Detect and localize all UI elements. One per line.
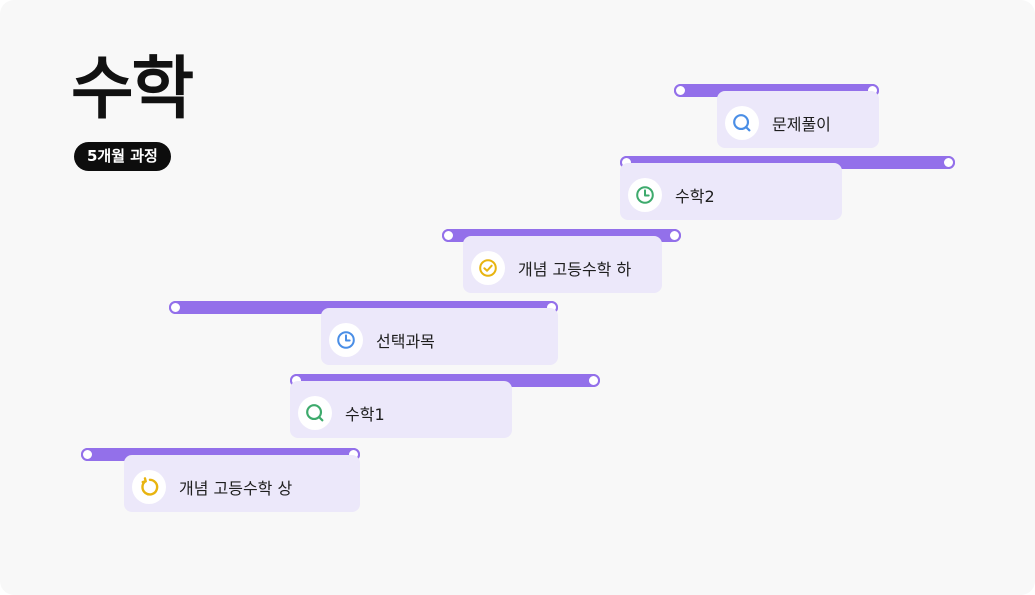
course-label: 선택과목 [376, 331, 435, 351]
page-title: 수학 [71, 50, 194, 129]
check-circle-icon [471, 250, 505, 285]
timeline-end-dot [587, 374, 600, 387]
course-card[interactable]: 개념 고등수학 하 [463, 236, 662, 293]
timeline-start-dot [81, 448, 94, 461]
course-label: 개념 고등수학 하 [518, 259, 632, 279]
search-icon [725, 105, 759, 140]
clock-icon [628, 177, 662, 212]
course-label: 문제풀이 [772, 114, 831, 134]
course-card[interactable]: 수학1 [290, 381, 512, 438]
course-label: 수학1 [345, 404, 385, 424]
timeline-end-dot [668, 229, 681, 242]
course-card[interactable]: 문제풀이 [717, 91, 879, 148]
course-card[interactable]: 선택과목 [321, 308, 558, 365]
timeline-end-dot [942, 156, 955, 169]
refresh-icon [132, 469, 166, 504]
duration-badge: 5개월 과정 [74, 142, 171, 171]
timeline-start-dot [169, 301, 182, 314]
timeline-start-dot [442, 229, 455, 242]
search-icon [298, 395, 332, 430]
course-card[interactable]: 수학2 [620, 163, 842, 220]
course-card[interactable]: 개념 고등수학 상 [124, 455, 360, 512]
course-label: 개념 고등수학 상 [179, 478, 293, 498]
timeline-start-dot [674, 84, 687, 97]
course-label: 수학2 [675, 186, 715, 206]
clock-icon [329, 322, 363, 357]
